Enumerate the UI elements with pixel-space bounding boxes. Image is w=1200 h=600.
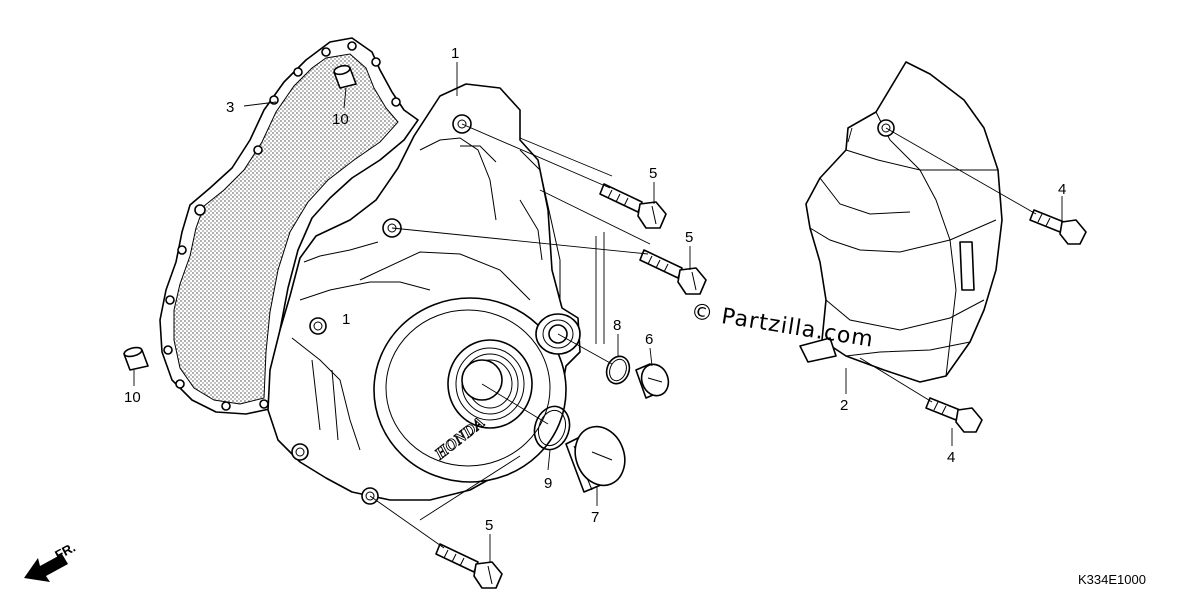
part-label-9: 9 (544, 475, 552, 492)
cover-guard-part-2 (799, 61, 1003, 383)
part-label-8: 8 (613, 317, 621, 334)
part-label-4-lower: 4 (947, 449, 955, 466)
front-arrow-icon (24, 554, 68, 582)
part-label-5-lower: 5 (485, 517, 493, 534)
o-ring-part-9 (533, 405, 571, 451)
bolt-part-5-lower (435, 543, 503, 589)
leader-lines (133, 62, 1063, 562)
part-label-5-middle: 5 (685, 229, 693, 246)
gasket-part-3 (159, 37, 419, 415)
bolt-part-4-upper (1029, 209, 1087, 245)
part-label-4-upper: 4 (1058, 181, 1066, 198)
part-label-3: 3 (226, 99, 234, 116)
part-label-10-lower: 10 (124, 389, 141, 406)
bolt-part-5-middle (639, 249, 707, 295)
o-ring-part-8 (605, 355, 631, 385)
bolt-part-5-upper (599, 183, 667, 229)
diagram-code: K334E1000 (1078, 572, 1146, 587)
dowel-pin-upper (333, 64, 357, 89)
part-label-7: 7 (591, 509, 599, 526)
part-label-6: 6 (645, 331, 653, 348)
dowel-pin-lower (123, 346, 149, 371)
part-label-5-upper: 5 (649, 165, 657, 182)
bolt-part-4-lower (925, 397, 983, 433)
cover-cast-mark: 1 (342, 311, 350, 328)
front-direction-indicator: FR. (24, 540, 78, 582)
part-label-1: 1 (451, 45, 459, 62)
crankshaft-hole-cap-part-7 (565, 425, 626, 493)
part-label-10-upper: 10 (332, 111, 349, 128)
part-label-2: 2 (840, 397, 848, 414)
timing-hole-cap-part-6 (635, 363, 670, 399)
